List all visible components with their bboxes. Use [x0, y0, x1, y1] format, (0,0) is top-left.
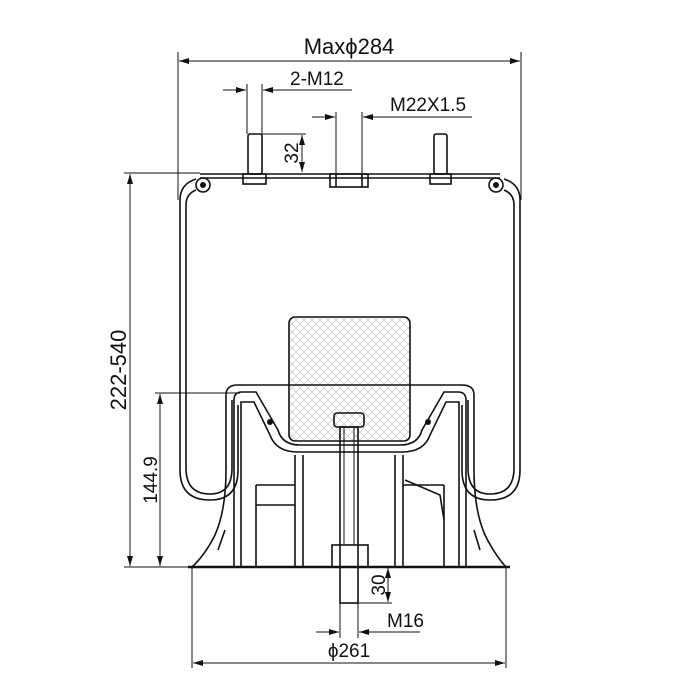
center-bolt: [331, 412, 369, 604]
piston-height-label: 144.9: [141, 456, 162, 504]
bolt-length-label: 30: [369, 574, 390, 595]
base-diameter-dimension: ϕ261: [191, 567, 507, 668]
stud-height-dimension: 32: [262, 133, 306, 172]
max-diameter-label: Maxϕ284: [304, 34, 395, 59]
bolt-thread-dimension: M16: [316, 603, 424, 638]
bolt-length-dimension: 30: [358, 568, 392, 604]
stud-height-label: 32: [282, 142, 303, 163]
height-range-dimension: 222-540: [106, 172, 200, 568]
air-fitting-label: M22X1.5: [390, 95, 466, 116]
air-fitting-dimension: M22X1.5: [312, 95, 472, 174]
base-diameter-label: ϕ261: [328, 641, 370, 662]
rubber-bellows: [179, 178, 521, 501]
stud-thread-label: 2-M12: [290, 69, 344, 90]
top-plate: [195, 133, 504, 193]
max-diameter-dimension: Maxϕ284: [177, 34, 522, 200]
stud-thread-dimension: 2-M12: [223, 69, 352, 134]
piston-height-dimension: 144.9: [141, 392, 240, 566]
rubber-bumper: [288, 316, 411, 442]
height-range-label: 222-540: [106, 330, 131, 411]
bolt-thread-label: M16: [387, 611, 424, 632]
